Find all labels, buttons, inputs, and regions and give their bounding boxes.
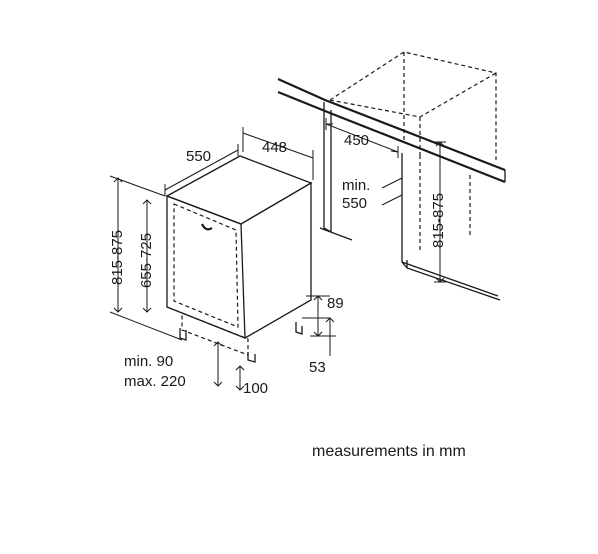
label-depth: 550 [186,148,211,165]
dim-door-height-line [142,199,152,313]
label-width: 448 [262,139,287,156]
label-niche-height: 815-875 [430,193,447,248]
door-inner-outline [173,203,239,328]
countertop-front-edge [277,77,506,172]
dishwasher-unit [165,155,313,363]
label-plinth-max: max. 220 [124,373,186,390]
dim-foot-offset-line [310,317,336,356]
dim-plinth-height-line [302,295,330,337]
label-niche-width: 450 [344,132,369,149]
label-niche-depth-min: min. [342,177,370,194]
label-height: 815-875 [109,230,126,285]
countertop-back-edge [277,90,506,184]
front-door [166,195,246,339]
dishwasher-dimensions: 550 448 815-875 655-725 89 53 min. 90 ma… [109,127,344,397]
dim-niche-height-line [434,141,446,283]
top-face [165,155,313,225]
dim-plinth-depth-line [235,365,245,391]
niche-back-dashed [419,155,471,250]
door-handle [201,223,213,231]
label-niche-depth-value: 550 [342,195,367,212]
label-plinth-height: 89 [327,295,344,312]
dim-depth-line [164,144,239,196]
label-foot-offset: 53 [309,359,326,376]
foot-left [179,328,187,341]
dim-height-line [109,175,183,341]
label-door-height: 655-725 [138,233,155,288]
niche-left-panel [319,102,353,241]
side-face [240,181,312,339]
installation-niche: 450 min. 550 815-875 [277,51,506,301]
niche-floor-edge [401,261,499,297]
foot-right [295,322,303,335]
foot-front [247,352,256,363]
dim-plinth-range-line [213,341,223,387]
label-plinth-depth: 100 [243,380,268,397]
caption: measurements in mm [312,443,466,460]
label-plinth-min: min. 90 [124,353,173,370]
dim-450-line [325,123,399,153]
